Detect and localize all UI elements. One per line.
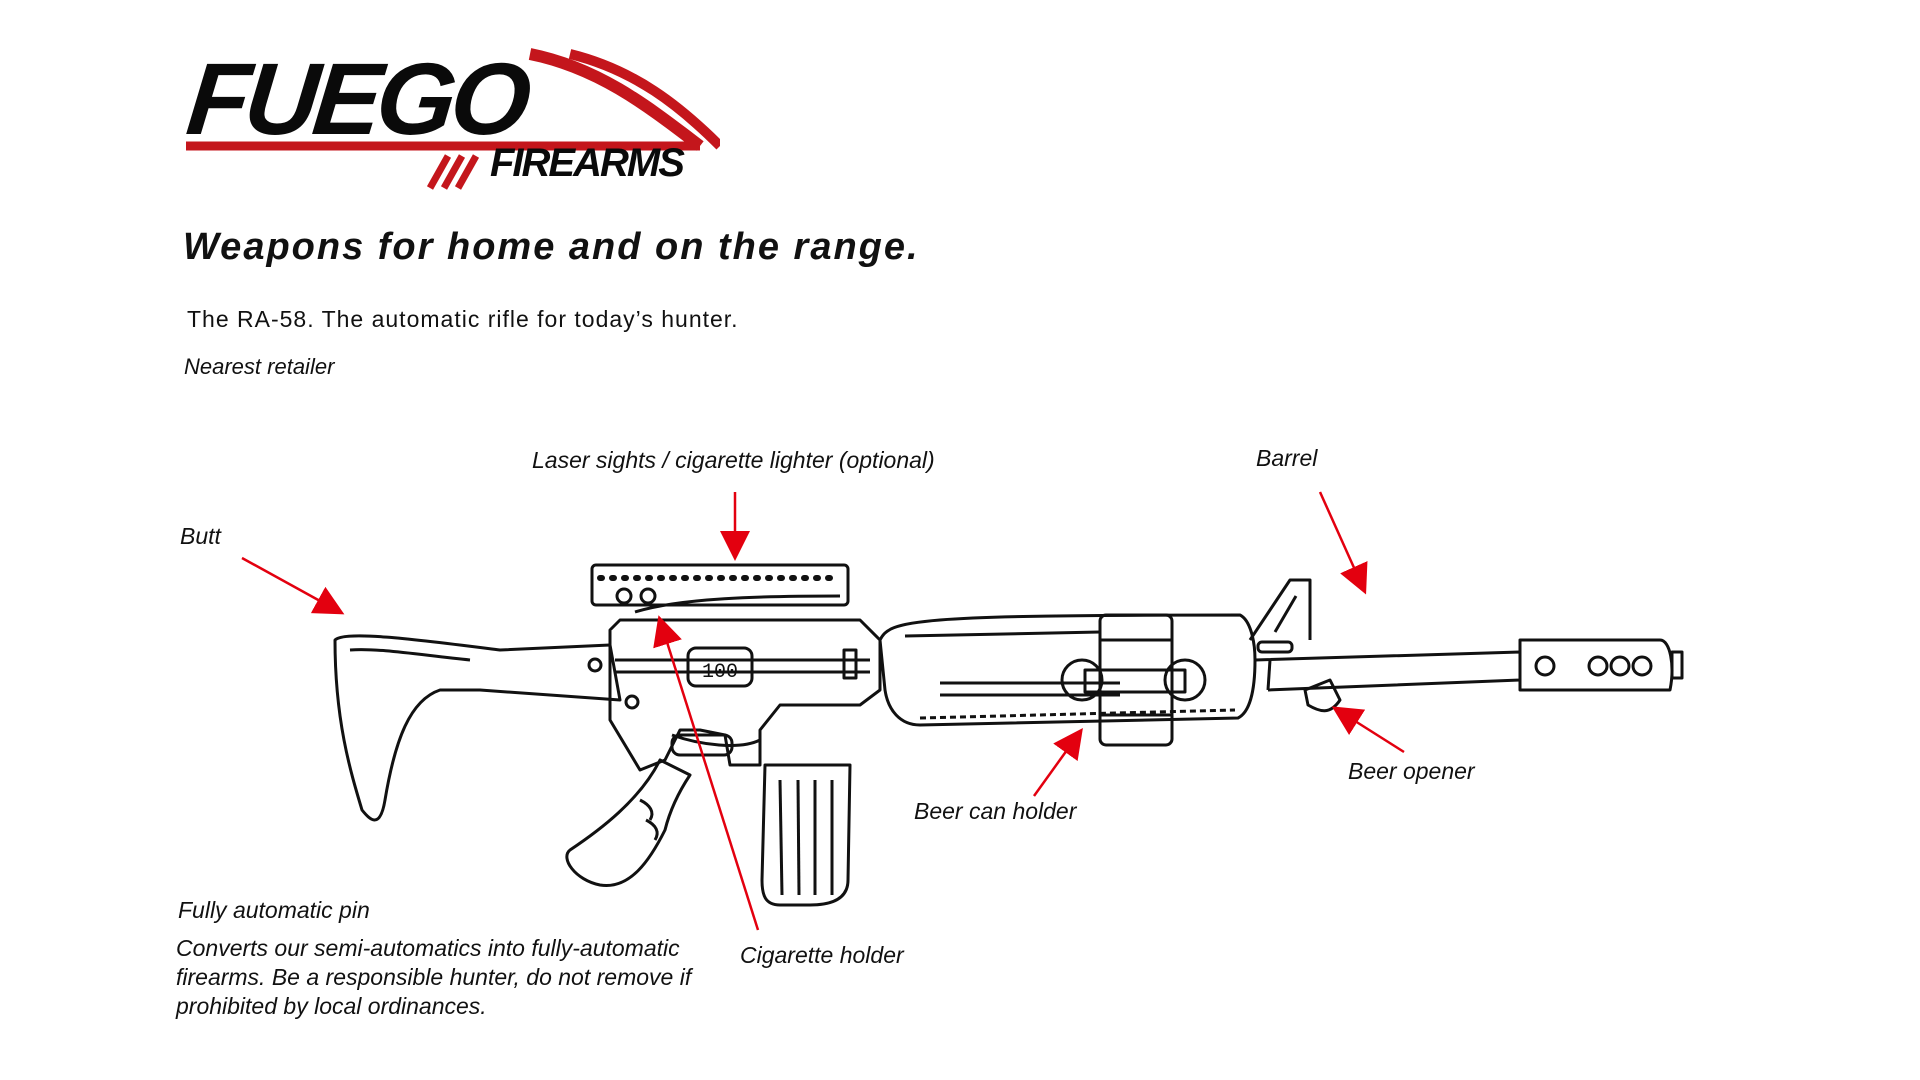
- arrow-cigarette: [653, 615, 760, 931]
- rifle-beer-can-holder: [1098, 613, 1174, 747]
- rifle-beer-opener: [1303, 678, 1342, 713]
- callout-beer-opener: Beer opener: [1348, 758, 1475, 784]
- callout-laser-sights: Laser sights / cigarette lighter (option…: [532, 447, 935, 473]
- callout-arrows: [241, 491, 1405, 931]
- logo-swoosh-graphic: [186, 48, 720, 190]
- magazine-counter: 100: [702, 661, 738, 684]
- brand-logo[interactable]: FUEGO FIREARMS: [180, 42, 720, 198]
- rifle-muzzle-brake: [1518, 638, 1674, 692]
- rifle-barrel: [1254, 650, 1522, 692]
- pin-description: Converts our semi-automatics into fully-…: [176, 935, 692, 1019]
- rifle-front-sight: [1248, 578, 1312, 641]
- arrow-beer-can: [1032, 727, 1083, 797]
- counter-window: [686, 646, 754, 688]
- rifle-pistol-grip: [565, 758, 692, 888]
- arrow-butt: [241, 556, 345, 615]
- nearest-retailer-link[interactable]: Nearest retailer: [184, 354, 335, 379]
- arrow-barrel: [1318, 491, 1368, 595]
- callout-butt: Butt: [180, 523, 221, 549]
- callout-barrel: Barrel: [1256, 445, 1318, 471]
- rifle-drawing: [333, 563, 1684, 907]
- callout-cigarette-holder: Cigarette holder: [740, 942, 904, 968]
- arrow-beer-opener: [1331, 706, 1405, 754]
- rifle-butt: [333, 634, 622, 822]
- product-line: The RA-58. The automatic rifle for today…: [187, 306, 739, 332]
- pin-title: Fully automatic pin: [178, 897, 370, 923]
- tagline: Weapons for home and on the range.: [183, 226, 920, 268]
- rifle-laser-sight: [590, 563, 850, 607]
- brand-sub: FIREARMS: [490, 141, 685, 185]
- rifle-receiver: [608, 618, 882, 772]
- rifle-magazine: [760, 763, 852, 907]
- callout-beer-can-holder: Beer can holder: [914, 798, 1077, 824]
